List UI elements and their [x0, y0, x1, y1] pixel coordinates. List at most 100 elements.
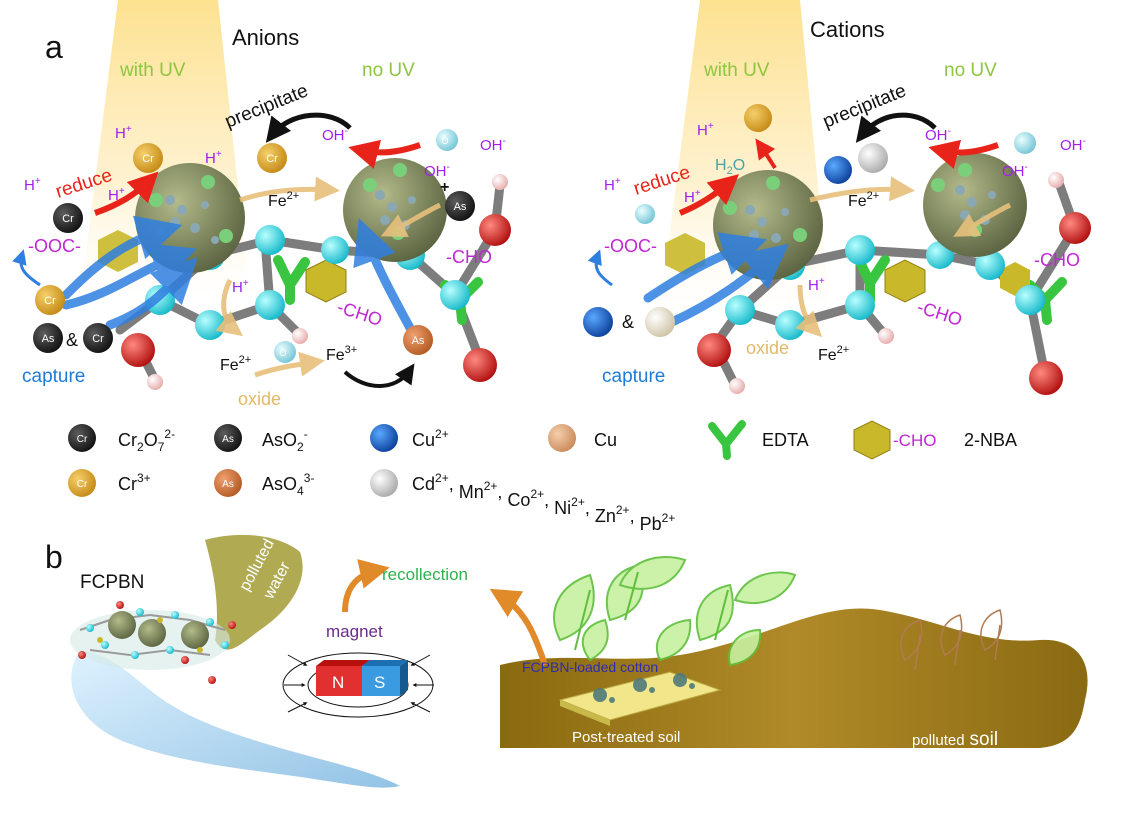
capture-arrows-anions	[61, 215, 415, 333]
panel-a-label: a	[45, 29, 63, 65]
precipitate-label-anions: precipitate	[222, 80, 311, 132]
svg-text:H+: H+	[115, 124, 132, 142]
svg-text:Fe2+: Fe2+	[818, 344, 849, 364]
ion-metal-precip	[858, 143, 888, 173]
ion-cu2-top	[824, 156, 852, 184]
svg-text:OH-: OH-	[480, 136, 506, 154]
fe2-top-label-anions: Fe2+	[268, 190, 299, 210]
svg-text:EDTA: EDTA	[762, 430, 809, 450]
capture-arrows-cations	[643, 232, 790, 327]
reduce-arrow-right	[348, 139, 421, 169]
legend-cu2: Cu2+	[370, 424, 449, 452]
svg-text:OH-: OH-	[322, 126, 348, 144]
svg-text:As: As	[412, 335, 425, 347]
fe2-bottom-label-anions: Fe2+	[220, 354, 251, 374]
oxide-label-cations: oxide	[746, 338, 789, 358]
ion-cr3-precip: Cr	[257, 143, 287, 173]
svg-text:OH-: OH-	[1002, 162, 1028, 180]
cations-title: Cations	[810, 17, 885, 42]
legend-aso4: As AsO43-	[214, 469, 314, 498]
amp-label-cations: &	[622, 312, 634, 332]
legend-aso2: As AsO2-	[214, 424, 308, 454]
h2o-label: H2O	[715, 157, 745, 177]
no-uv-label-anions: no UV	[362, 60, 415, 81]
svg-text:OH-: OH-	[1060, 136, 1086, 154]
coo-arrow-cations	[587, 249, 613, 287]
svg-text:Cd2+, Mn2+, Co2+, Ni2+, Zn2+,: Cd2+, Mn2+, Co2+, Ni2+, Zn2+, Pb2+	[412, 471, 675, 534]
o2-bubble-top-anions: O	[436, 129, 458, 151]
legend-edta: EDTA	[708, 420, 809, 460]
coo-label-anions: -OOC-	[28, 236, 81, 256]
svg-text:H+: H+	[108, 186, 125, 204]
svg-text:H+: H+	[684, 188, 701, 206]
svg-text:H+: H+	[697, 121, 714, 139]
svg-text:O: O	[441, 136, 448, 146]
svg-text:Cr: Cr	[92, 333, 104, 345]
ion-cu-product	[744, 104, 772, 132]
post-treated-soil-label: Post-treated soil	[572, 729, 680, 746]
svg-text:Cr: Cr	[62, 213, 74, 225]
o2-bubble-left-cations	[635, 204, 655, 224]
oh-ions-cations: OH- OH- OH-	[925, 126, 1086, 180]
loaded-cotton-label: FCPBN-loaded cotton	[522, 659, 658, 675]
coo-label-cations: -OOC-	[604, 236, 657, 256]
svg-text:As: As	[222, 434, 234, 445]
anions-scheme: Cr Cr Cr Cr As Cr As As O O a Anions wit…	[12, 0, 511, 409]
recollection-arrow-soil	[489, 588, 548, 666]
legend-ion-mn: Mn	[459, 482, 484, 502]
reduce-arrow-right-cations	[928, 139, 999, 169]
svg-text:Fe3+: Fe3+	[326, 344, 357, 364]
plus-label-anions: +	[440, 179, 449, 196]
cho-right-label-anions: -CHO	[446, 247, 492, 267]
svg-text:H+: H+	[24, 176, 41, 194]
reduce-arrow-left-cations	[678, 174, 740, 216]
precipitate-arrow-anions	[265, 112, 352, 143]
h-ions-cations: H+ H+ H+ H+	[604, 121, 825, 294]
svg-text:H+: H+	[604, 176, 621, 194]
cations-scheme: Cations with UV no UV precipitate reduce…	[583, 0, 1091, 395]
oxide-label-anions: oxide	[238, 389, 281, 409]
oxide-arrows-anions	[215, 176, 442, 378]
legend-cr2o7: Cr Cr2O72-	[68, 424, 175, 454]
ion-as5: As	[403, 325, 433, 355]
svg-text:Cr: Cr	[142, 153, 154, 165]
legend: Cr Cr2O72- As AsO2- Cu2+ Cu EDTA -CHO 2-…	[68, 420, 1017, 534]
svg-text:H+: H+	[205, 149, 222, 167]
svg-text:H+: H+	[232, 278, 249, 296]
svg-text:H2O: H2O	[715, 157, 745, 177]
fe2-top-label-cations: Fe2+	[848, 190, 879, 210]
recollection-arrow-magnet	[342, 559, 390, 613]
reduce-arrow-h2o	[755, 138, 777, 170]
legend-ion-co: Co	[507, 490, 530, 510]
ion-cr3-top: Cr	[133, 143, 163, 173]
magnet-n-label: N	[332, 673, 344, 692]
ion-as3-capture: As	[33, 323, 63, 353]
cho-bottom-label-cations: -CHO	[915, 297, 965, 330]
svg-text:Cr: Cr	[266, 153, 278, 165]
recollection-label: recollection	[382, 565, 468, 584]
soil-scene: FCPBN-loaded cotton Post-treated soil po…	[489, 556, 1088, 750]
o2-bubble-right-cations	[1014, 132, 1036, 154]
ion-as3-right: As	[445, 191, 475, 221]
cho-bottom-label-anions: -CHO	[335, 297, 385, 330]
magnet-bar: N S	[316, 660, 408, 696]
fe3-fe2-arrow	[343, 363, 415, 388]
svg-text:Cu2+: Cu2+	[412, 427, 449, 450]
legend-ion-zn: Zn	[595, 506, 616, 526]
loaded-cotton	[558, 671, 722, 726]
precipitate-label-cations: precipitate	[820, 80, 909, 132]
polluted-water-stream	[205, 534, 303, 650]
ion-cu2-capture	[583, 307, 613, 337]
svg-text:H+: H+	[808, 276, 825, 294]
svg-text:Cr3+: Cr3+	[118, 471, 151, 494]
svg-text:Cu: Cu	[594, 430, 617, 450]
legend-ion-ni: Ni	[554, 498, 571, 518]
magnet-s-label: S	[374, 673, 385, 692]
legend-ion-cd: Cd	[412, 474, 435, 494]
oxide-arrows-cations	[795, 176, 1012, 338]
svg-text:Fe2+: Fe2+	[220, 354, 251, 374]
oh-ions-anions: OH- OH- OH-	[322, 126, 506, 180]
magnet-group: recollection magnet N S	[282, 559, 468, 718]
nanoparticle-left	[135, 163, 245, 273]
